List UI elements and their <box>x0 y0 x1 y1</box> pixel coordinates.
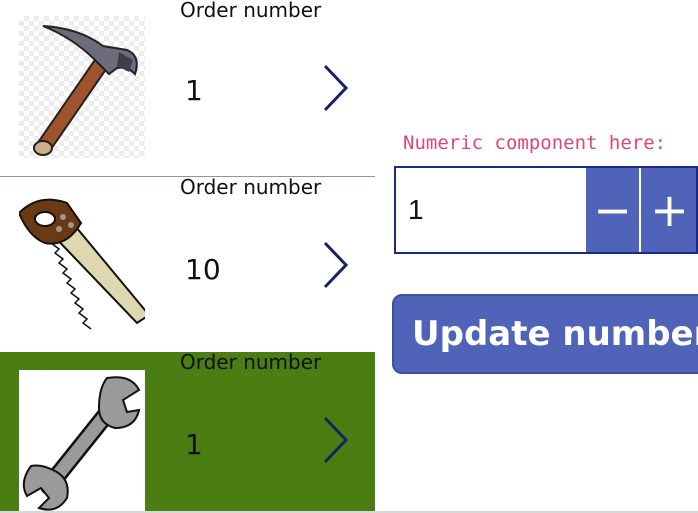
update-number-button[interactable]: Update number <box>392 294 698 374</box>
order-number-label: Order number <box>180 352 322 374</box>
saw-icon <box>19 191 145 333</box>
order-number-value: 1 <box>185 428 203 461</box>
increment-button[interactable]: + <box>641 168 696 252</box>
order-number-label: Order number <box>180 176 322 199</box>
hammer-icon <box>19 16 145 158</box>
bottom-divider <box>0 511 698 513</box>
gallery-row-selected[interactable]: Order number 1 <box>0 352 375 513</box>
orders-gallery: Order number 1 Order number 10 <box>0 0 375 513</box>
chevron-right-icon[interactable] <box>318 414 352 466</box>
numeric-stepper: − + <box>394 166 698 254</box>
order-number-value: 1 <box>185 74 203 107</box>
order-number-value: 10 <box>185 253 221 286</box>
gallery-row[interactable]: Order number 10 <box>0 176 375 352</box>
gallery-row[interactable]: Order number 1 <box>0 0 375 176</box>
wrench-icon <box>19 370 145 512</box>
order-number-label: Order number <box>180 0 322 22</box>
numeric-component-label: Numeric component here: <box>403 132 667 154</box>
decrement-button[interactable]: − <box>586 168 639 252</box>
chevron-right-icon[interactable] <box>318 62 352 114</box>
chevron-right-icon[interactable] <box>318 239 352 291</box>
numeric-input[interactable] <box>396 168 586 252</box>
